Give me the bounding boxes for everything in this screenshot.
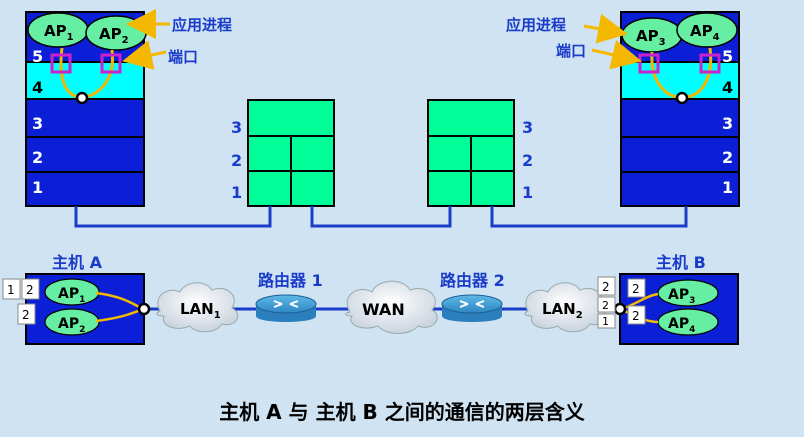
host-b-layer-4: 4 (722, 78, 733, 97)
host-a-mini-stack: 1 2 2 (2, 278, 40, 325)
svg-text:2: 2 (632, 282, 640, 296)
svg-text:2: 2 (22, 308, 30, 322)
host-b-ap4-label: AP4 (690, 22, 720, 43)
host-a-layer-4: 4 (32, 78, 43, 97)
svg-text:1: 1 (7, 283, 15, 297)
host-b-box-ap3: AP3 (668, 287, 695, 306)
host-a-box-ap2: AP2 (58, 316, 85, 335)
router-2-layer-3: 3 (522, 118, 533, 137)
link-router-2-host-b (490, 206, 688, 228)
diagram-caption: 主机 A 与 主机 B 之间的通信的两层含义 (219, 400, 585, 424)
host-b-layer-2: 2 (722, 148, 733, 167)
host-a-layer-2: 2 (32, 148, 43, 167)
svg-text:LAN2: LAN2 (542, 300, 583, 321)
router-2-label: 路由器 2 (440, 271, 505, 290)
host-a-box-port (137, 302, 151, 316)
router-1-icon (255, 294, 317, 322)
router-2-layer-1: 1 (522, 183, 533, 202)
svg-text:2: 2 (26, 283, 34, 297)
host-b-port-2 (699, 53, 721, 74)
host-b-ap3-link (650, 51, 679, 99)
host-a-port-1 (50, 53, 72, 74)
host-a-ap1-label: AP1 (44, 22, 74, 43)
host-b-label: 主机 B (656, 253, 706, 272)
router-1-layer-1: 1 (231, 183, 242, 202)
host-a-port-2 (100, 53, 122, 74)
host-a-box: AP1 AP2 (25, 273, 151, 345)
host-a-stack: 5 4 3 2 1 AP1 AP2 (25, 11, 147, 207)
host-b-ap4-ellipse (676, 12, 738, 48)
callout-port-right: 端口 (556, 42, 586, 60)
lan1-cloud: LAN1 (156, 282, 239, 333)
host-b-layer-3: 3 (722, 114, 733, 133)
router-1-layer-3: 3 (231, 118, 242, 137)
link-router-1-router-2 (310, 206, 452, 228)
svg-text:2: 2 (602, 299, 609, 312)
router-2-layer-2: 2 (522, 151, 533, 170)
host-a-label: 主机 A (52, 253, 103, 272)
link-host-a-router-1 (74, 206, 272, 228)
wan-cloud: WAN (345, 280, 438, 334)
host-b-layer-1: 1 (722, 178, 733, 197)
callout-app-process-left: 应用进程 (172, 16, 232, 34)
callout-app-process-right: 应用进程 (506, 16, 566, 34)
svg-text:WAN: WAN (362, 300, 405, 319)
host-a-layer-1: 1 (32, 178, 43, 197)
host-b-box-ap4: AP4 (668, 316, 695, 335)
router-1-layer-2: 2 (231, 151, 242, 170)
router-2-icon (441, 294, 503, 322)
svg-text:1: 1 (602, 315, 609, 328)
lan2-cloud: LAN2 (524, 282, 607, 333)
host-a-layer-5: 5 (32, 47, 43, 66)
svg-text:LAN1: LAN1 (180, 300, 221, 321)
router-2-stack: 3 2 1 (427, 99, 533, 207)
callout-port-left: 端口 (168, 48, 198, 66)
host-a-mux-point (75, 91, 89, 105)
host-b-mux-point (675, 91, 689, 105)
host-b-mini-stack: 2 2 1 2 2 (597, 276, 646, 329)
router-1-label: 路由器 1 (258, 271, 323, 290)
host-b-box-port (613, 302, 627, 316)
svg-text:2: 2 (602, 280, 610, 294)
host-b-stack: 5 4 3 2 1 AP3 AP4 (620, 11, 740, 207)
host-a-layer-3: 3 (32, 114, 43, 133)
svg-text:2: 2 (632, 309, 640, 323)
host-a-box-ap1: AP1 (58, 286, 85, 305)
host-b-layer-5: 5 (722, 47, 733, 66)
router-1-stack: 3 2 1 (231, 99, 335, 207)
